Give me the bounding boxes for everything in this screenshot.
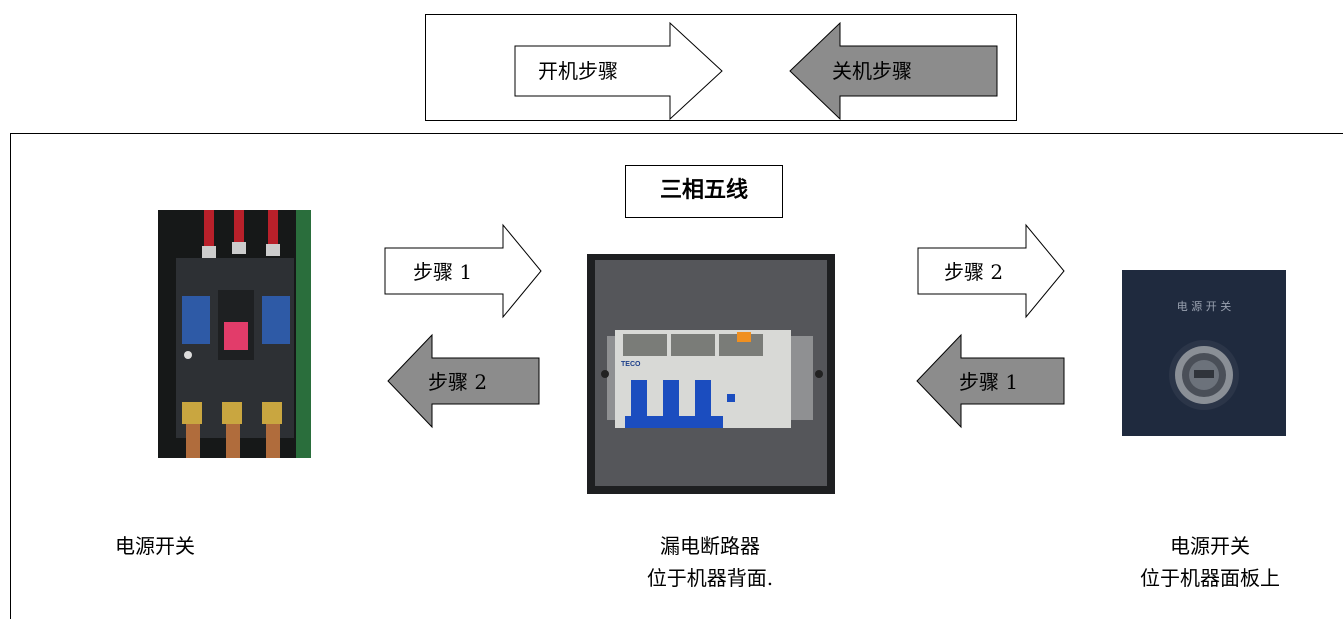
leakage-breaker-image: TECO	[587, 254, 835, 494]
left-step-back-label: 步骤 2	[428, 370, 488, 394]
right-caption-line-1: 电源开关	[1170, 534, 1250, 558]
right-step-forward-arrow: 步骤 2	[917, 223, 1066, 319]
left-step-forward-label: 步骤 1	[413, 260, 473, 284]
breaker-brand-text: TECO	[621, 361, 641, 368]
right-caption: 电源开关 位于机器面板上	[1105, 530, 1315, 594]
main-panel-border	[10, 133, 1343, 619]
right-step-back-arrow: 步骤 1	[916, 333, 1065, 429]
circuit-breaker-icon	[158, 210, 311, 458]
startup-steps-arrow[interactable]: 开机步骤	[514, 21, 725, 121]
right-step-back-label: 步骤 1	[959, 370, 1019, 394]
left-arrow-icon	[916, 333, 1065, 429]
title-box	[625, 165, 783, 218]
right-arrow-icon	[917, 223, 1065, 319]
left-step-back-arrow: 步骤 2	[387, 333, 540, 429]
left-step-forward-arrow: 步骤 1	[384, 223, 543, 319]
shutdown-steps-arrow[interactable]: 关机步骤	[789, 21, 998, 121]
left-caption-line-1: 电源开关	[115, 534, 195, 558]
left-caption: 电源开关	[85, 530, 225, 562]
right-caption-line-2: 位于机器面板上	[1140, 566, 1280, 590]
right-step-forward-label: 步骤 2	[944, 260, 1004, 284]
center-caption: 漏电断路器 位于机器背面.	[610, 530, 810, 594]
shutdown-steps-label: 关机步骤	[832, 59, 912, 83]
key-switch-icon: 电 源 开 关	[1122, 270, 1286, 436]
startup-steps-label: 开机步骤	[538, 59, 618, 83]
panel-power-switch-image: 电 源 开 关	[1122, 270, 1286, 436]
switch-label-text: 电 源 开 关	[1177, 299, 1232, 313]
center-caption-line-2: 位于机器背面.	[646, 566, 774, 590]
right-arrow-icon	[514, 21, 723, 121]
panel-title: 三相五线	[659, 177, 748, 203]
left-arrow-icon	[789, 21, 998, 121]
center-caption-line-1: 漏电断路器	[660, 534, 760, 558]
leakage-breaker-icon: TECO	[587, 254, 835, 494]
power-switch-breaker-image	[158, 210, 311, 458]
left-arrow-icon	[387, 333, 540, 429]
right-arrow-icon	[384, 223, 542, 319]
